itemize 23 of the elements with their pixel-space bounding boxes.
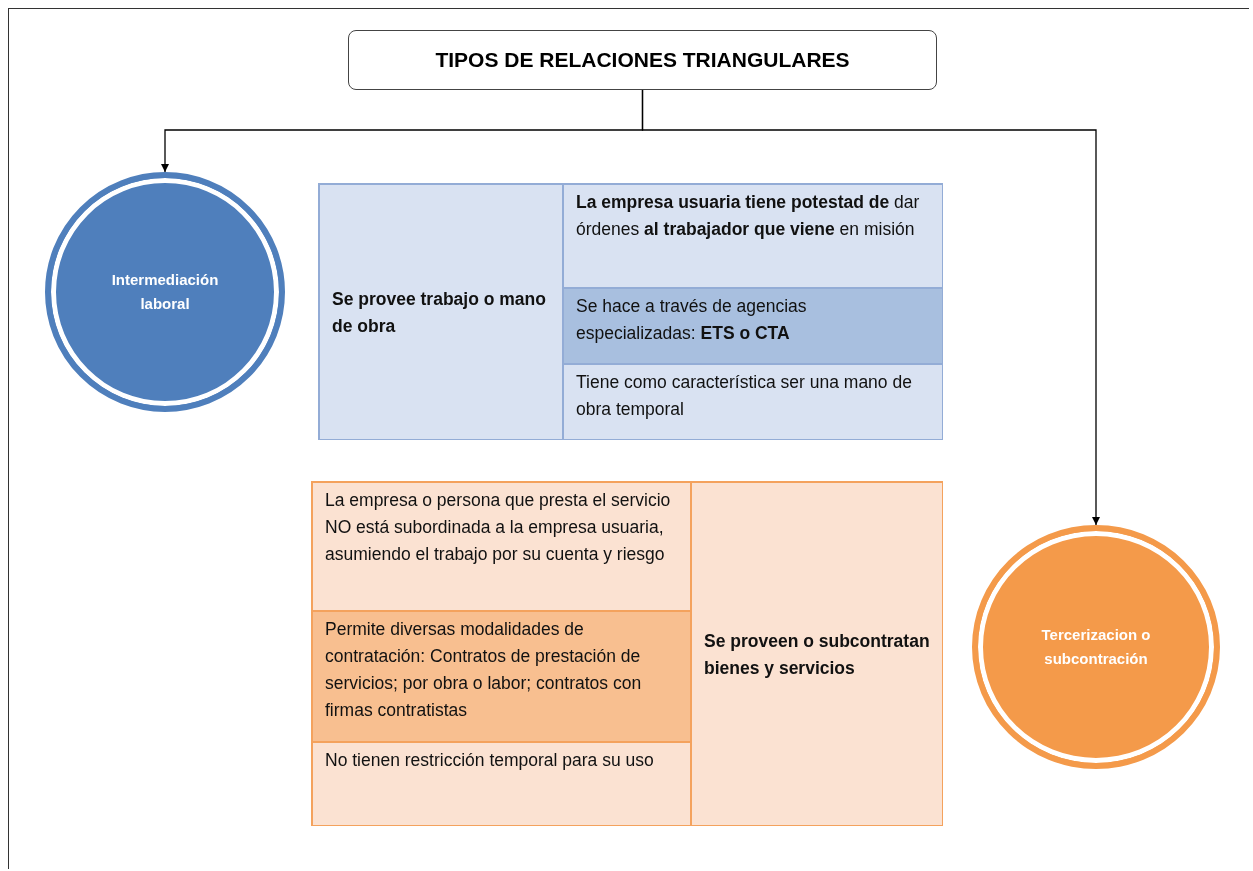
- cell-text: Se hace a través de agencias especializadas: ETS o CTA: [576, 295, 808, 345]
- cell-text: La empresa usuaria tiene potestad de dar órdenes al trabajador que viene en misión: [576, 191, 921, 241]
- table-cell: [319, 184, 563, 439]
- cell-text: No tienen restricción temporal para su uso: [325, 749, 654, 772]
- circle-label: Intermediación laboral: [110, 270, 220, 314]
- cell-text: Se proveen o subcontratan bienes y servicios: [704, 629, 931, 680]
- table-cell: [691, 482, 942, 825]
- table-cell: [312, 742, 691, 825]
- cell-text: Permite diversas modalidades de contratación: Contratos de prestación de servicios; por obra o labor; contratos con firmas contratistas: [325, 618, 643, 722]
- info-table: [318, 183, 943, 440]
- cell-text: Se provee trabajo o mano de obra: [332, 287, 547, 338]
- table-cell: [563, 288, 942, 364]
- arrow: [641, 89, 1100, 526]
- table-cell: [563, 184, 942, 288]
- info-table: [311, 481, 943, 826]
- table-cell: [312, 482, 691, 611]
- cell-text: La empresa o persona que presta el servicio NO está subordinada a la empresa usuaria, asumiendo el trabajo por su cuenta y riesgo: [325, 489, 672, 566]
- cell-text: Tiene como característica ser una mano de obra temporal: [576, 371, 913, 421]
- table-cell: [312, 611, 691, 742]
- circle-label: Tercerizacion o subcontración: [1040, 625, 1152, 669]
- title-text: TIPOS DE RELACIONES TRIANGULARES: [435, 48, 850, 72]
- title-box: [348, 30, 937, 90]
- table-cell: [563, 364, 942, 439]
